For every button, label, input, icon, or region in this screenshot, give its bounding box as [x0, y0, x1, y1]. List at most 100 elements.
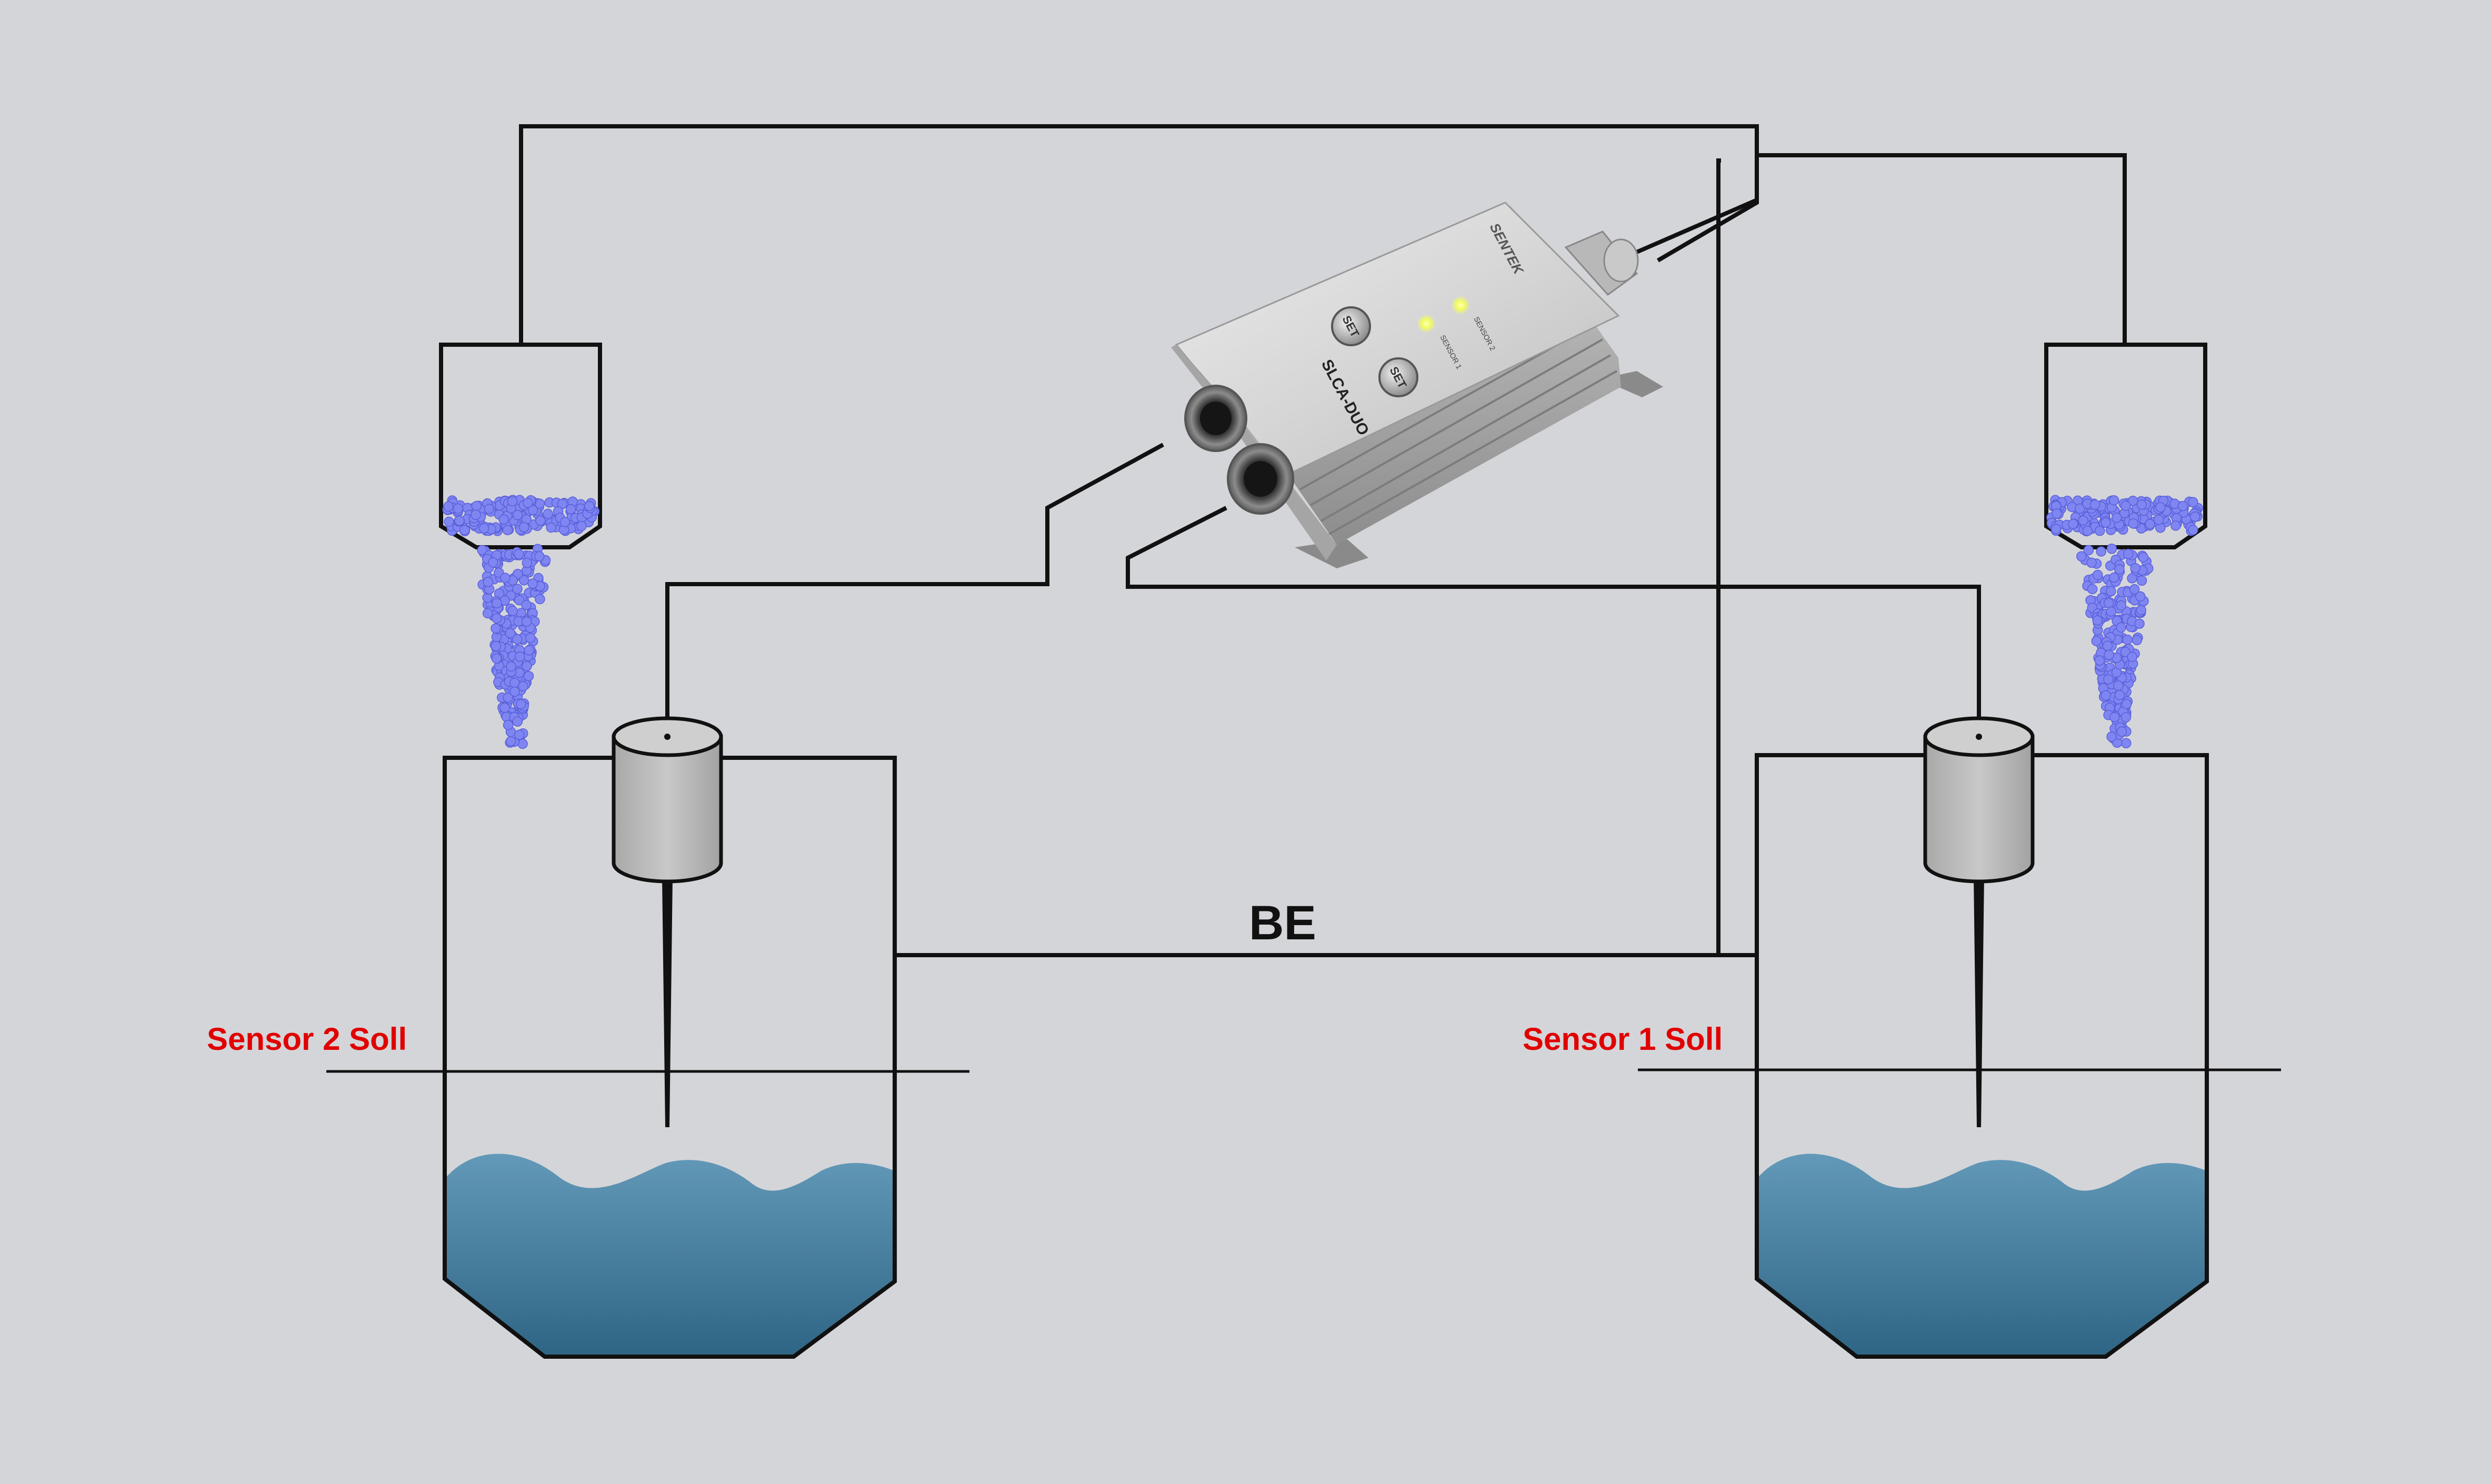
granule: [2091, 636, 2102, 646]
granule: [492, 613, 502, 624]
granule: [507, 496, 518, 507]
granule: [522, 660, 532, 671]
granule: [2136, 575, 2147, 586]
granule: [535, 515, 546, 526]
granule: [2078, 515, 2088, 526]
cable-gland: [1564, 230, 1639, 296]
granule: [444, 516, 454, 527]
granule: [512, 584, 523, 594]
granule: [517, 738, 528, 749]
granule: [471, 500, 482, 512]
granule: [483, 577, 494, 587]
granule: [2134, 618, 2145, 629]
granule: [492, 598, 502, 609]
granule: [2111, 513, 2122, 523]
wiring: [519, 124, 2127, 957]
granule: [535, 594, 545, 605]
granule: [2189, 511, 2200, 522]
granule: [2122, 634, 2133, 645]
granule: [2083, 545, 2094, 556]
tank-left: [443, 756, 897, 1359]
granule: [2092, 615, 2103, 626]
granule: [2106, 544, 2117, 554]
set-button-top: SET: [1331, 306, 1371, 346]
granule: [543, 508, 553, 519]
m12-connector-2: [1227, 443, 1294, 515]
granule: [2106, 586, 2116, 597]
granule: [2116, 622, 2126, 633]
granule: [527, 505, 538, 515]
granule: [2100, 517, 2111, 528]
granule: [2113, 680, 2124, 691]
granule: [512, 634, 523, 645]
granule: [2082, 526, 2093, 536]
granule: [513, 549, 524, 559]
granule: [503, 693, 513, 703]
granule: [506, 661, 516, 672]
granule: [491, 623, 501, 634]
granule: [2120, 500, 2131, 511]
liquid-right: [1757, 1154, 2207, 1357]
granule: [2116, 726, 2127, 737]
granule: [503, 719, 514, 730]
granule: [2120, 738, 2132, 748]
wire-sensor-2: [665, 443, 1164, 737]
granule: [2096, 546, 2107, 557]
granule: [2127, 651, 2137, 663]
granule: [2050, 524, 2062, 535]
granule: [2100, 690, 2111, 701]
granule: [459, 525, 470, 535]
granule: [2188, 497, 2198, 508]
granule: [453, 503, 463, 514]
granule: [565, 504, 576, 515]
granule: [2130, 563, 2140, 574]
granule: [2132, 635, 2143, 646]
granule: [502, 525, 513, 535]
granule: [518, 681, 528, 691]
granule: [546, 522, 556, 533]
granule: [2145, 519, 2155, 529]
granule: [491, 641, 502, 651]
probe-sensor-2: [612, 716, 723, 1127]
granule: [454, 515, 465, 526]
granule: [482, 608, 493, 619]
granules-right: [2046, 495, 2203, 748]
granule: [559, 517, 571, 527]
granule: [521, 616, 532, 627]
granule: [2052, 508, 2062, 519]
granule: [471, 509, 481, 520]
granule: [514, 651, 525, 662]
wire-ground-riser: [1716, 158, 1721, 955]
granule: [516, 699, 526, 710]
granule: [477, 545, 487, 556]
granules-left: [442, 495, 600, 749]
granule: [2106, 606, 2117, 617]
granule: [523, 670, 534, 681]
wire-hopper-1: [1656, 153, 2127, 345]
granule: [2075, 503, 2085, 514]
granule: [512, 716, 523, 727]
hopper-left: [439, 343, 602, 749]
granule: [518, 522, 529, 533]
tank-right: [1755, 753, 2209, 1359]
slca-duo-device: SET SET SENSOR 1 SENSOR 2 SLCA-DUO SENTE…: [1171, 202, 1663, 568]
granule: [2114, 689, 2125, 700]
probe-sensor-1: [1923, 716, 2035, 1127]
hopper-right: [2044, 343, 2207, 748]
granule: [499, 703, 510, 713]
granule: [576, 520, 587, 532]
granule: [500, 573, 511, 583]
granule: [2086, 557, 2097, 568]
granule: [2103, 674, 2114, 685]
granule: [2153, 515, 2164, 525]
sensor-1-setpoint-label: Sensor 1 Soll: [1523, 1021, 1723, 1057]
granule: [2076, 551, 2087, 561]
granule: [505, 736, 516, 747]
granule: [534, 551, 545, 562]
granule: [514, 595, 525, 606]
granule: [2129, 584, 2140, 595]
granule: [2121, 699, 2132, 709]
granule: [2138, 552, 2149, 563]
granule: [2188, 525, 2198, 535]
